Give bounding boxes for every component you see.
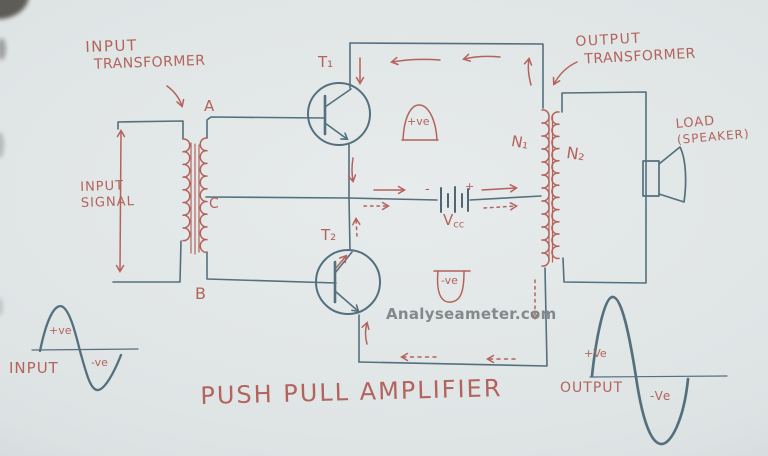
current-arrow-top-rail-1: [390, 56, 441, 66]
wire-b-to-t2-base: [206, 251, 337, 284]
input-wave-axis: [31, 348, 139, 351]
transistor-t1-label: T₁: [318, 53, 334, 71]
transistor-t2-symbol: [315, 249, 381, 315]
red-ink-layer: [115, 53, 578, 364]
input-sine-wave: [38, 305, 123, 392]
wire-a-to-t1-base: [206, 116, 325, 139]
wire-junction-to-t2-collector: [348, 197, 351, 251]
output-wave-label: OUTPUT: [560, 380, 624, 396]
input-signal-label-line2: SIGNAL: [80, 194, 136, 212]
current-arrow-up-right-side: [523, 57, 533, 86]
speaker-icon: [642, 146, 687, 203]
output-wave-axis: [589, 375, 728, 378]
current-arrow-up-dashed-junction: [352, 217, 361, 237]
t2-collector-lead: [334, 251, 353, 274]
t2-emitter-arrow: [334, 290, 360, 313]
input-wave-negative-label: -ve: [91, 356, 108, 369]
terminal-c-label: C: [209, 196, 219, 212]
input-signal-arrow: [115, 129, 126, 273]
current-arrow-right-solid-right-of-battery: [481, 184, 518, 193]
current-arrow-right-dashed-right-of-battery: [483, 202, 518, 211]
input-signal-label-line1: INPUT: [80, 178, 125, 195]
output-sine-wave: [590, 295, 690, 446]
input-primary-coil: [182, 138, 191, 242]
current-arrow-top-rail-2: [462, 53, 501, 62]
speaker-driver: [642, 160, 660, 197]
terminal-b-label: B: [195, 284, 206, 303]
output-wave-positive-label: +Ve: [584, 347, 607, 360]
current-arrow-t2-collector: [335, 254, 348, 269]
transistor-t2-label: T₂: [321, 226, 337, 244]
speaker-cone: [658, 146, 687, 203]
input-primary-bottom-wire: [112, 240, 182, 283]
vcc-supply-label: Vcc: [443, 211, 464, 232]
input-transformer-pointer-arrow: [166, 85, 185, 108]
transistor-t1-symbol: [307, 82, 371, 146]
t1-emitter-arrow: [324, 122, 349, 141]
load-speaker-label: LOAD (SPEAKER): [675, 111, 750, 148]
watermark: Analyseameter.com: [386, 305, 557, 323]
positive-half-cycle-symbol: [401, 104, 439, 141]
terminal-a-label: A: [204, 97, 215, 115]
output-wave-negative-label: -Ve: [650, 389, 672, 403]
current-arrow-t2-emitter-up: [361, 321, 370, 345]
negative-half-cycle-symbol: [433, 270, 471, 303]
input-secondary-coil: [199, 137, 208, 254]
vcc-sub: cc: [453, 219, 465, 231]
output-transformer-pointer-arrow: [552, 61, 578, 86]
t1-collector-lead: [324, 88, 352, 108]
battery-plus-label: +: [465, 180, 475, 193]
wire-battery-to-n1-tap: [469, 195, 542, 201]
positive-half-cycle-label: +ve: [407, 115, 430, 128]
battery-minus-label: -: [425, 182, 430, 197]
input-wave-positive-label: +ve: [49, 324, 72, 337]
positive-half-cycle-hump: [402, 104, 438, 141]
output-primary-coil-n1: [541, 109, 550, 267]
bottom-rail-wire: [358, 267, 548, 367]
wire-c-center-tap: [205, 196, 349, 199]
negative-half-cycle-label: -ve: [441, 274, 458, 287]
blue-ink-layer: [31, 42, 728, 446]
n2-secondary-loop-wire: [561, 91, 647, 284]
top-rail-wire: [349, 42, 544, 109]
input-wave-label: INPUT: [9, 359, 59, 377]
output-secondary-coil-n2: [551, 111, 560, 260]
current-arrow-t1-emitter-down: [347, 157, 357, 183]
battery-symbol: [440, 186, 469, 213]
vcc-v: V: [443, 211, 454, 229]
input-signal-label: INPUT SIGNAL: [80, 178, 135, 212]
input-primary-top-wire: [117, 120, 184, 140]
output-transformer-label: OUTPUT TRANSFORMER: [575, 28, 696, 69]
input-transformer-label: INPUT TRANSFORMER: [85, 34, 206, 74]
wire-junction-to-battery: [347, 197, 438, 201]
negative-half-cycle-hump: [436, 270, 465, 303]
winding-n1-label: N₁: [509, 132, 530, 153]
winding-n2-label: N₂: [565, 143, 587, 165]
